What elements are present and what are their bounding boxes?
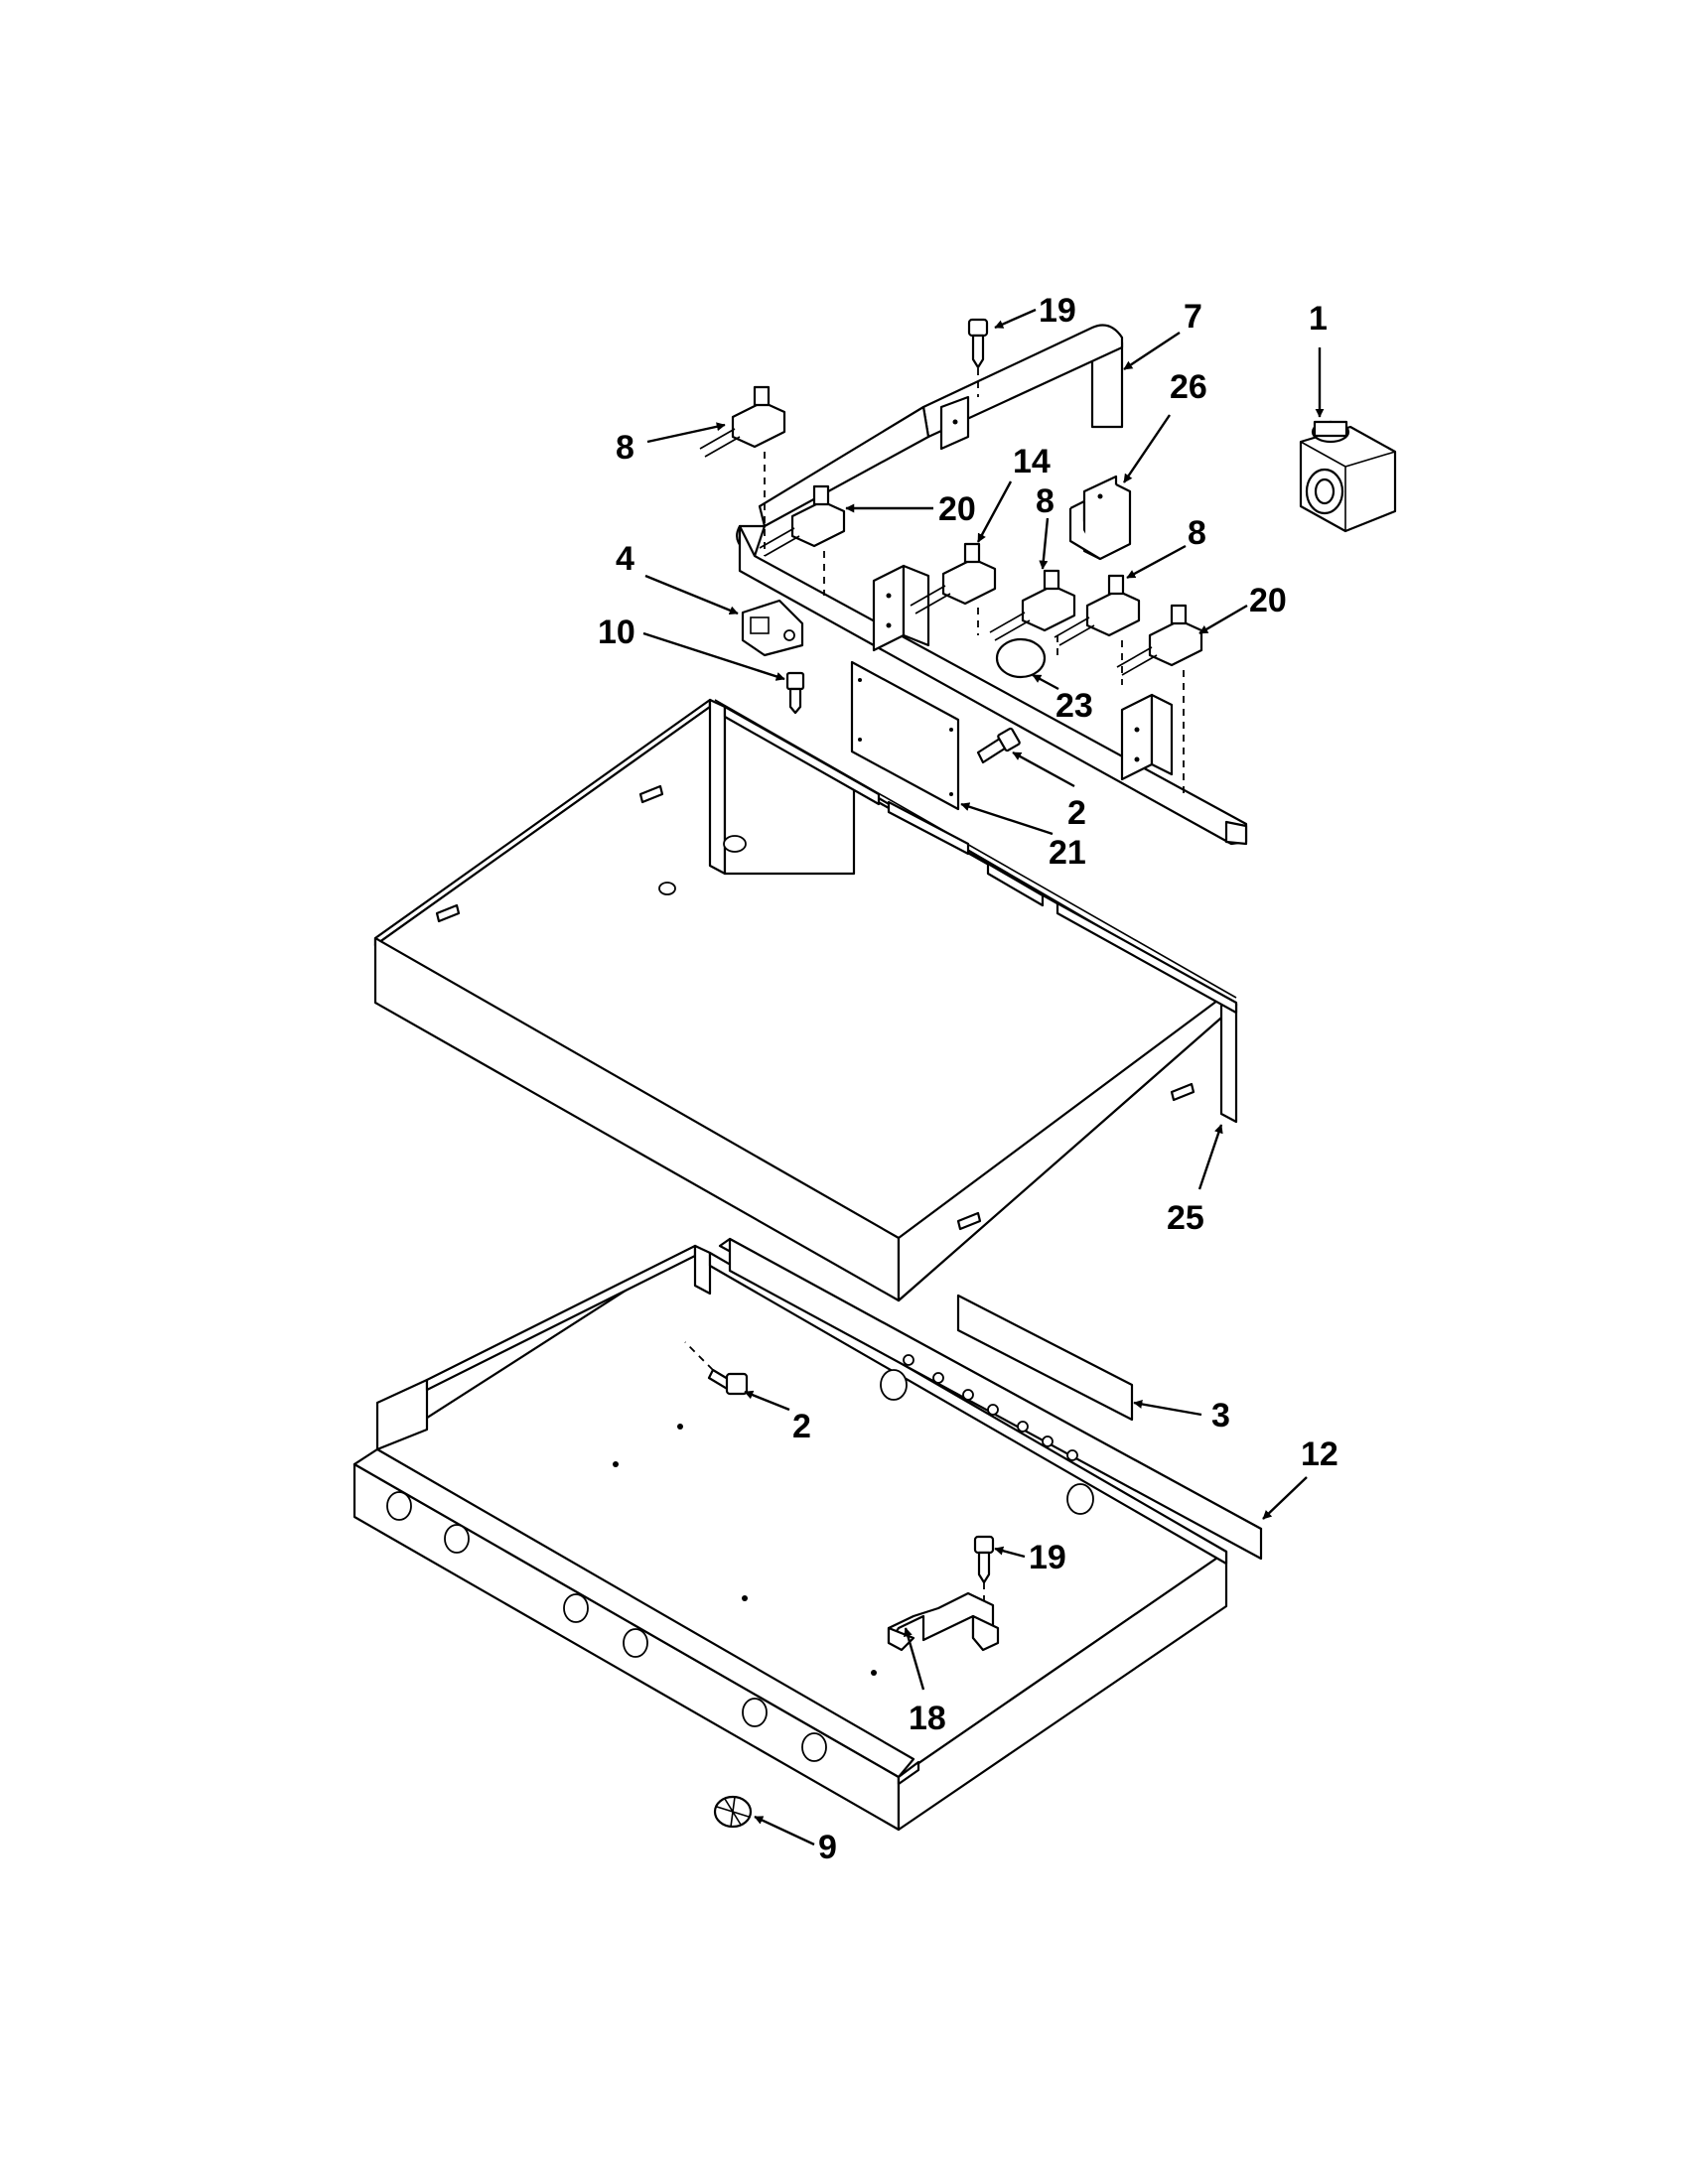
- callout-25: 25: [1167, 1124, 1223, 1237]
- svg-text:20: 20: [938, 490, 976, 528]
- screw-19-top: [967, 318, 989, 369]
- svg-text:21: 21: [1049, 834, 1086, 872]
- manifold-bracket: [939, 395, 970, 451]
- svg-text:8: 8: [1036, 482, 1055, 520]
- svg-text:23: 23: [1055, 687, 1093, 725]
- screw-10: [785, 671, 805, 715]
- callout-20-b: 20: [1198, 582, 1287, 635]
- svg-text:8: 8: [1188, 514, 1206, 552]
- svg-text:12: 12: [1301, 1435, 1338, 1473]
- callout-26: 26: [1123, 368, 1207, 483]
- svg-text:9: 9: [818, 1829, 837, 1866]
- callout-3: 3: [1133, 1397, 1230, 1434]
- bracket-4: [741, 599, 804, 657]
- svg-text:4: 4: [616, 540, 634, 578]
- callout-20-a: 20: [845, 490, 976, 528]
- callout-12: 12: [1262, 1435, 1338, 1520]
- callout-4: 4: [616, 540, 739, 615]
- svg-text:1: 1: [1309, 300, 1328, 338]
- callout-19-lower: 19: [994, 1539, 1066, 1576]
- callouts: 19 7 1 26 8 20 14 8: [598, 292, 1338, 1866]
- burner-valve-8-center: [989, 569, 1076, 641]
- bracket-26: [1068, 475, 1132, 561]
- cover-plate-21: [850, 660, 960, 811]
- callout-1: 1: [1309, 300, 1328, 418]
- bracket-right: [1120, 693, 1174, 781]
- callout-7: 7: [1123, 298, 1202, 371]
- callout-2-upper: 2: [1012, 751, 1086, 832]
- svg-text:14: 14: [1013, 443, 1051, 480]
- bracket-14: [872, 564, 930, 652]
- callout-23: 23: [1032, 673, 1093, 725]
- callout-18: 18: [903, 1627, 946, 1737]
- svg-text:20: 20: [1249, 582, 1287, 619]
- callout-19-top: 19: [994, 292, 1076, 330]
- burner-valve-8-right: [1054, 574, 1141, 646]
- gas-manifold-tube: [736, 324, 1248, 846]
- bracket-18: [887, 1591, 1000, 1652]
- svg-text:25: 25: [1167, 1199, 1204, 1237]
- callout-9: 9: [754, 1815, 837, 1866]
- callout-21: 21: [960, 802, 1086, 872]
- callout-8-right: 8: [1126, 514, 1206, 580]
- svg-text:10: 10: [598, 614, 635, 651]
- screw-2-lower: [684, 1341, 749, 1396]
- svg-text:2: 2: [1067, 794, 1086, 832]
- burner-box-25: [373, 698, 1238, 1302]
- burner-box-rails: [723, 705, 1238, 1015]
- svg-text:7: 7: [1184, 298, 1202, 336]
- svg-text:3: 3: [1211, 1397, 1230, 1434]
- callout-8-left: 8: [616, 422, 726, 467]
- callout-10: 10: [598, 614, 785, 681]
- burner-valve-20-a: [759, 484, 846, 557]
- svg-text:18: 18: [909, 1700, 946, 1737]
- alignment-lines-manifold: [764, 342, 1185, 794]
- burner-valve-20-b: [1116, 604, 1203, 676]
- screw-19-lower: [973, 1535, 995, 1613]
- callout-2-lower: 2: [744, 1390, 811, 1445]
- callout-14: 14: [976, 443, 1051, 543]
- disk-23: [995, 637, 1047, 679]
- svg-text:19: 19: [1039, 292, 1076, 330]
- knob-9: [713, 1795, 753, 1829]
- burner-valve-8-left: [699, 385, 786, 458]
- heat-shield-3: [956, 1294, 1134, 1422]
- burner-valve-14: [910, 542, 997, 614]
- pressure-regulator-1: [1299, 420, 1397, 533]
- svg-text:2: 2: [792, 1408, 811, 1445]
- svg-text:8: 8: [616, 429, 634, 467]
- screw-2-upper: [976, 727, 1021, 764]
- callout-8-center: 8: [1036, 482, 1055, 570]
- bottom-pan-12: [352, 1237, 1263, 1832]
- svg-text:26: 26: [1170, 368, 1207, 406]
- svg-text:19: 19: [1029, 1539, 1066, 1576]
